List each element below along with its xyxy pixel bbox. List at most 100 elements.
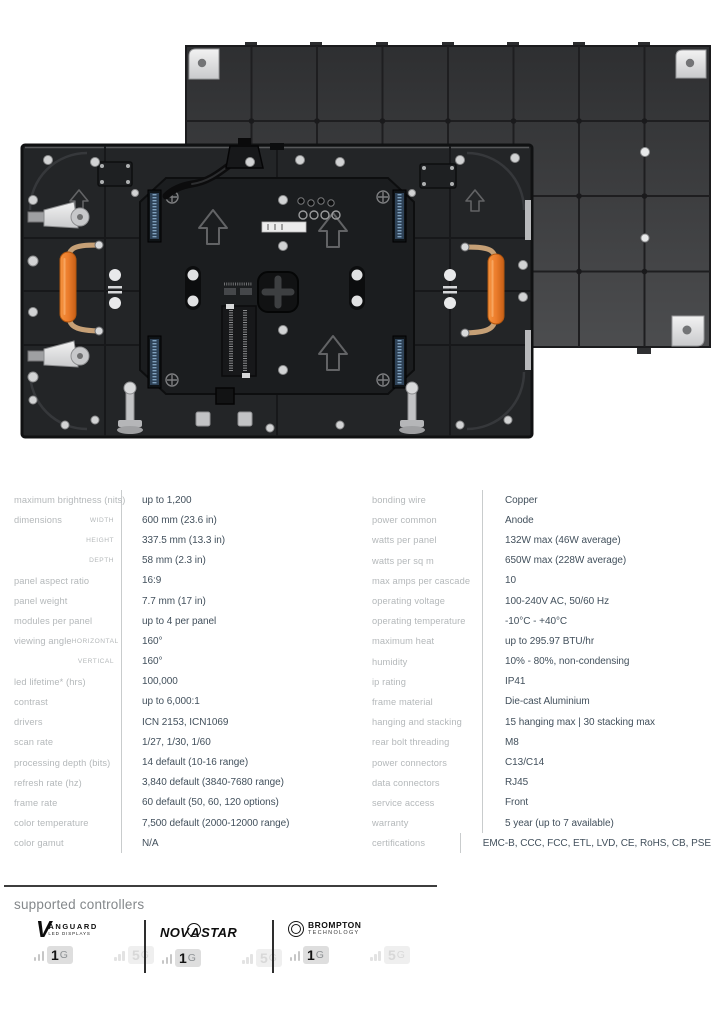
spec-value: up to 4 per panel	[142, 615, 217, 627]
spec-label: power common	[372, 515, 437, 526]
spec-value: N/A	[142, 837, 159, 849]
spec-label: dimensions	[14, 515, 63, 526]
spec-label: watts per sq m	[372, 555, 434, 566]
spec-row: maximum brightness (nits)up to 1,200	[14, 490, 359, 511]
product-images	[0, 0, 711, 465]
vanguard-wordmark: ANGUARD	[48, 921, 98, 931]
spec-label: humidity	[372, 656, 408, 667]
spec-label: refresh rate (hz)	[14, 777, 82, 788]
spec-value: 160°	[142, 656, 163, 668]
spec-row: max amps per cascade 10	[372, 570, 711, 591]
spec-row: refresh rate (hz) 3,840 default (3840-768…	[14, 772, 359, 793]
spec-value: 3,840 default (3840-7680 range)	[142, 777, 284, 789]
spec-value: RJ45	[505, 777, 529, 789]
controller-brand-row: V ANGUARD LED DISPLAYS 1G 5G	[33, 916, 711, 973]
vanguard-tagline: LED DISPLAYS	[48, 930, 91, 936]
spec-row: modules per panel up to 4 per panel	[14, 611, 359, 632]
spec-value: 16:9	[142, 575, 162, 587]
spec-value: 132W max (46W average)	[505, 534, 621, 546]
spec-label: modules per panel	[14, 616, 93, 627]
spec-label: frame rate	[14, 797, 58, 808]
brand-divider	[144, 920, 146, 973]
spec-label: warranty	[372, 818, 409, 829]
spec-value: 60 default (50, 60, 120 options)	[142, 797, 279, 809]
signal-icon	[288, 951, 300, 964]
dimm-socket-icon	[221, 282, 257, 378]
led-panel-rear-image	[20, 138, 534, 439]
vanguard-logo: V ANGUARD LED DISPLAYS	[36, 916, 144, 942]
spec-value: 7,500 default (2000-12000 range)	[142, 817, 290, 829]
spec-row: processing depth (bits) 14 default (10-16…	[14, 752, 359, 773]
spec-label: max amps per cascade	[372, 575, 471, 586]
spec-row: led lifetime* (hrs)100,000	[14, 671, 359, 692]
spec-label: drivers	[14, 717, 43, 728]
signal-icon	[369, 951, 381, 964]
spec-row: HEIGHT 337.5 mm (13.3 in)	[14, 530, 359, 551]
spec-label: panel aspect ratio	[14, 575, 90, 586]
pill-slot-icon	[185, 266, 365, 310]
badge-5g: 5G	[241, 949, 282, 967]
screws	[27, 153, 528, 433]
spec-value: 14 default (10-16 range)	[142, 757, 249, 769]
spec-label: frame material	[372, 696, 433, 707]
spec-sublabel: WIDTH	[89, 516, 114, 524]
spec-value: 160°	[142, 635, 163, 647]
spec-row: power common Anode	[372, 510, 711, 531]
spec-row: color gamut N/A	[14, 833, 359, 854]
badge-row: 1G 5G	[32, 946, 154, 964]
vanguard-v-mark: V	[36, 916, 51, 942]
spec-value: Anode	[505, 514, 534, 526]
spec-column-left: maximum brightness (nits)up to 1,200 dime…	[14, 490, 359, 854]
standoff-post-icon	[117, 381, 425, 434]
spec-label: operating voltage	[372, 596, 446, 607]
spec-value: 58 mm (2.3 in)	[142, 555, 206, 567]
spec-sublabel: DEPTH	[89, 557, 114, 565]
spec-value: 337.5 mm (13.3 in)	[142, 534, 226, 546]
spec-label: color gamut	[14, 838, 64, 849]
screw-icon	[165, 190, 390, 387]
spec-label: bonding wire	[372, 495, 426, 506]
spec-value: up to 295.97 BTU/hr	[505, 635, 595, 647]
spec-value: 10	[505, 575, 517, 587]
spec-value: 15 hanging max | 30 stacking max	[505, 716, 655, 728]
spec-row: warranty 5 year (up to 7 available)	[372, 813, 711, 834]
spec-row: operating temperature-10°C - +40°C	[372, 611, 711, 632]
spec-label: contrast	[14, 696, 48, 707]
handle-left	[59, 240, 104, 336]
brand-divider	[272, 920, 274, 973]
spec-row: VERTICAL 160°	[14, 651, 359, 672]
spec-label: processing depth (bits)	[14, 757, 111, 768]
spec-sublabel: HEIGHT	[86, 536, 114, 544]
spec-value: 5 year (up to 7 available)	[505, 817, 614, 829]
spec-sublabel: VERTICAL	[77, 658, 114, 666]
section-divider	[4, 885, 437, 887]
spec-label: watts per panel	[372, 535, 437, 546]
handle-right	[460, 242, 505, 338]
spec-label: maximum brightness (nits)	[14, 495, 126, 506]
controller-vanguard: V ANGUARD LED DISPLAYS 1G 5G	[33, 916, 154, 964]
spec-value: EMC-B, CCC, FCC, ETL, LVD, CE, RoHS, CB,…	[482, 837, 711, 849]
signal-icon	[113, 951, 125, 964]
brompton-roundel-icon	[288, 921, 304, 937]
